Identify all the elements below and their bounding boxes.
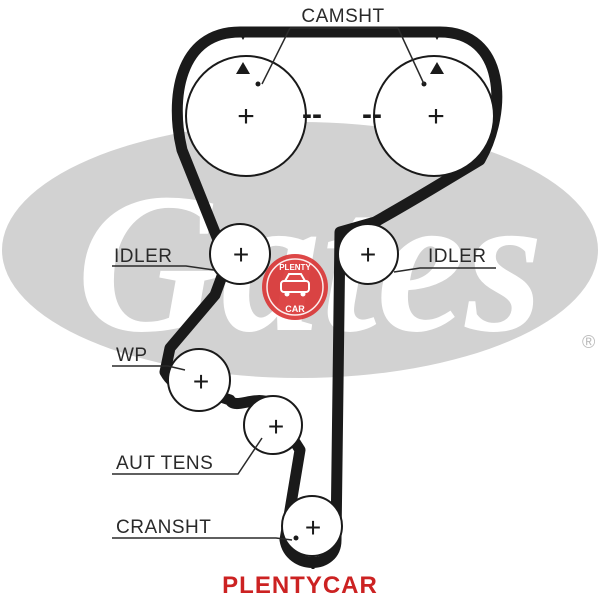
brand-footer-text: PLENTYCAR (222, 572, 378, 599)
leader-idler-right (393, 267, 496, 273)
leader-auto-tensioner (112, 437, 263, 475)
alignment-dash-right: -- (362, 98, 382, 131)
alignment-dash-left: -- (302, 98, 322, 131)
label-auto-tensioner: AUT TENS (116, 453, 213, 474)
badge-top-text: PLENTY (279, 263, 311, 272)
timing-arrow-up-icon (236, 62, 250, 74)
plus-marker: + (427, 100, 445, 133)
idler-pulley-right: + (337, 223, 399, 285)
crankshaft-pulley: + (281, 495, 343, 572)
label-idler-left: IDLER (114, 246, 172, 267)
plus-marker: + (268, 411, 284, 442)
plus-marker: + (193, 366, 209, 397)
water-pump-pulley: + (167, 348, 231, 412)
timing-arrow-down-icon (430, 28, 444, 40)
timing-mark-dot (255, 81, 261, 87)
timing-arrow-up-icon (430, 62, 444, 74)
label-crankshaft: CRANSHT (116, 517, 211, 538)
plus-marker: + (237, 100, 255, 133)
leader-idler-left (112, 265, 215, 271)
leader-camshaft-left (261, 27, 291, 85)
timing-arrow-down-icon (236, 28, 250, 40)
label-camshaft: CAMSHT (301, 6, 384, 27)
gates-logo-oval (2, 122, 598, 378)
label-idler-right: IDLER (428, 246, 486, 267)
idler-pulley-left: + (209, 223, 271, 285)
leader-crankshaft (112, 537, 293, 541)
camshaft-pulley-right: + (373, 28, 495, 177)
gates-logo-watermark: Gates ® (2, 122, 598, 378)
leader-camshaft-right (397, 27, 425, 85)
plus-marker: + (233, 239, 249, 270)
registered-mark: ® (582, 332, 595, 352)
plus-marker: + (305, 512, 321, 543)
camshaft-pulley-left: + (185, 28, 307, 177)
car-icon (280, 273, 310, 297)
label-water-pump: WP (116, 345, 148, 366)
leader-water-pump (112, 365, 186, 371)
plus-marker: + (360, 239, 376, 270)
auto-tensioner-pulley: + (243, 395, 303, 455)
badge-bottom-text: CAR (285, 304, 305, 314)
timing-mark-dot (293, 535, 299, 541)
plentycar-badge: PLENTY CAR (262, 254, 328, 320)
